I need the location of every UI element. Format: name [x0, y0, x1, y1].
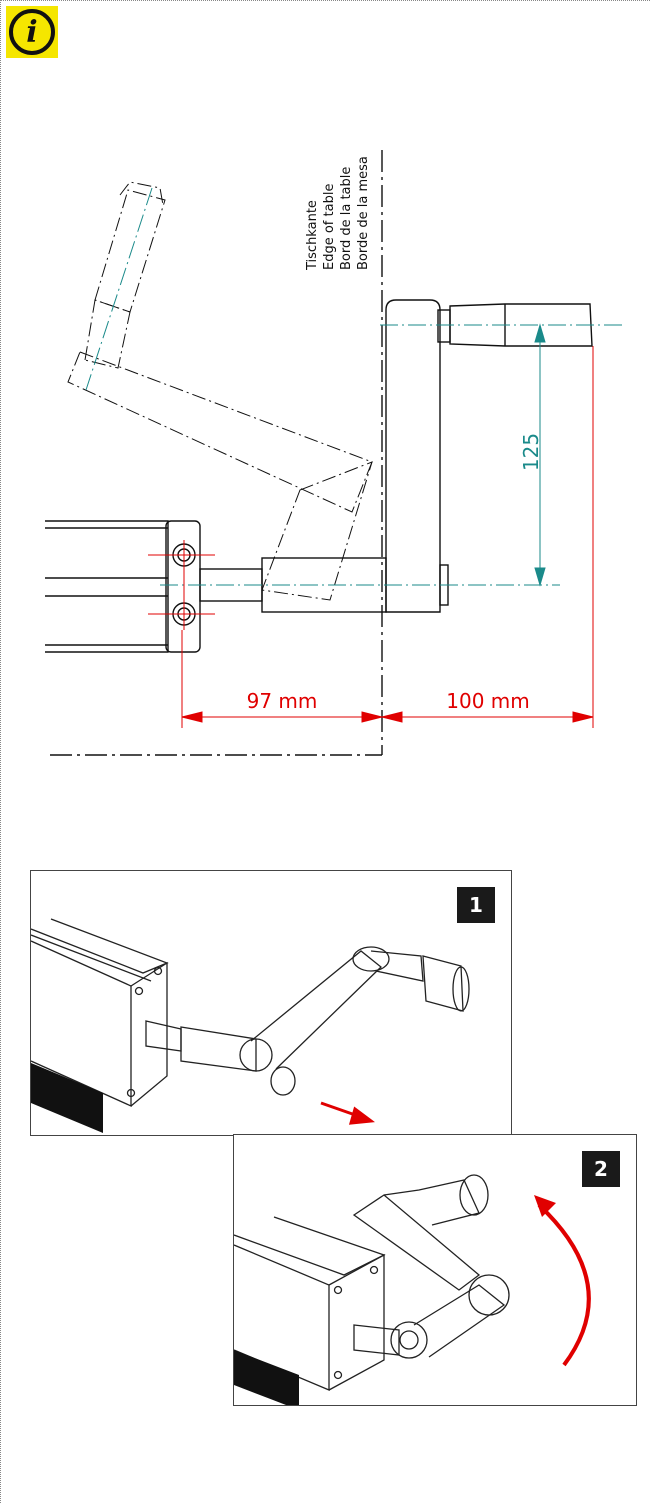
crank-folded-outline — [67, 181, 373, 601]
crank-radius-label: 125 — [519, 433, 543, 471]
actuator-body — [45, 520, 201, 653]
crank-fold-drawing — [234, 1174, 591, 1405]
crank-pull-drawing — [31, 918, 470, 1133]
step-2-illustration: 2 — [233, 1134, 637, 1406]
edge-label-es: Borde de la mesa — [356, 156, 371, 270]
step-1-badge: 1 — [457, 887, 495, 923]
step-1-illustration: 1 — [30, 870, 512, 1136]
edge-label-group: Tischkante Edge of table Bord de la tabl… — [305, 156, 371, 271]
info-icon: i — [6, 6, 58, 58]
crank-arm — [385, 299, 441, 613]
edge-label-en: Edge of table — [322, 184, 337, 270]
edge-label-fr: Bord de la table — [339, 167, 354, 270]
right-width-label: 100 mm — [446, 689, 530, 713]
svg-text:i: i — [26, 15, 37, 50]
left-width-label: 97 mm — [247, 689, 318, 713]
edge-label-de: Tischkante — [305, 200, 320, 271]
technical-drawing: 125 97 mm 100 mm Tischkante Edge of tabl… — [45, 150, 625, 756]
step-2-badge: 2 — [582, 1151, 620, 1187]
